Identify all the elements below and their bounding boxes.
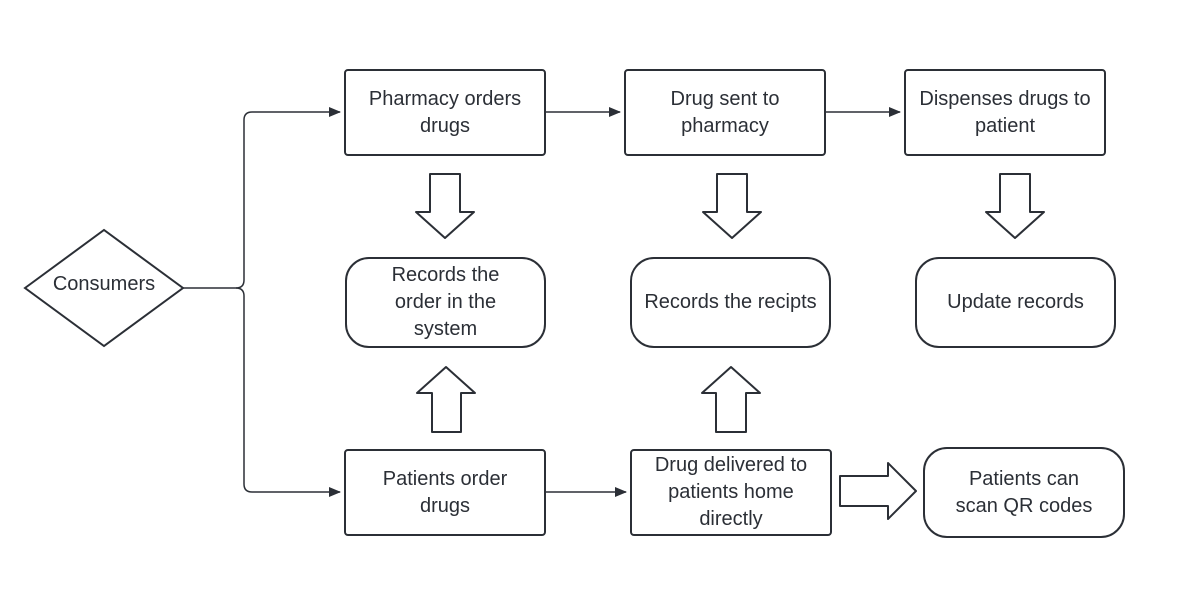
drug-delivered-label: Drug delivered to patients home directly	[654, 454, 808, 530]
records-order-label: Records the order in the system	[391, 264, 500, 340]
records-recipts-box: Records the recipts	[630, 257, 831, 348]
block-arrow-down-3	[985, 173, 1045, 239]
drug-delivered-box: Drug delivered to patients home directly	[630, 449, 832, 536]
records-order-box: Records the order in the system	[345, 257, 546, 348]
consumers-label: Consumers	[52, 273, 156, 295]
consumers-branch-connector-lower	[235, 287, 341, 497]
drug-sent-to-pharmacy-box: Drug sent to pharmacy	[624, 69, 826, 156]
block-arrow-down-1	[415, 173, 475, 239]
block-arrow-up-2	[701, 366, 761, 433]
update-records-box: Update records	[915, 257, 1116, 348]
records-recipts-label: Records the recipts	[644, 291, 817, 313]
dispenses-drugs-label: Dispenses drugs to patient	[919, 87, 1091, 137]
pharmacy-orders-drugs-box: Pharmacy orders drugs	[344, 69, 546, 156]
drug-sent-to-pharmacy-label: Drug sent to pharmacy	[670, 87, 780, 137]
patients-order-drugs-box: Patients order drugs	[344, 449, 546, 536]
consumers-branch-connector	[183, 107, 341, 289]
patients-scan-qr-box: Patients can scan QR codes	[923, 447, 1125, 538]
patients-order-drugs-label: Patients order drugs	[382, 467, 508, 517]
block-arrow-down-2	[702, 173, 762, 239]
block-arrow-up-1	[416, 366, 476, 433]
block-arrow-right	[839, 462, 917, 520]
dispenses-drugs-box: Dispenses drugs to patient	[904, 69, 1106, 156]
update-records-label: Update records	[947, 291, 1084, 313]
pharmacy-orders-drugs-label: Pharmacy orders drugs	[368, 87, 522, 137]
patients-scan-qr-label: Patients can scan QR codes	[955, 467, 1093, 517]
